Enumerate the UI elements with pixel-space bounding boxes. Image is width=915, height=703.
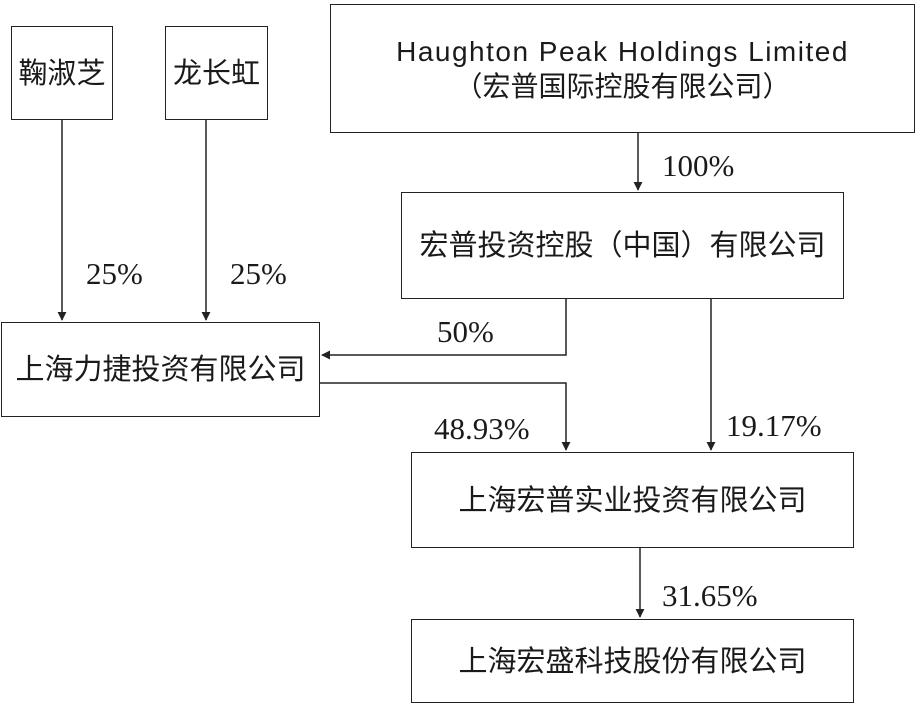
pct-ju-to-lijie: 25% (86, 256, 143, 291)
node-haughton-peak-name-en: Haughton Peak Holdings Limited (396, 35, 849, 67)
node-long-changhong-label: 龙长虹 (172, 55, 260, 90)
edge-lijie-to-shanghai-hongpu (320, 382, 571, 451)
pct-haughton-to-hongpu-china: 100% (662, 148, 735, 183)
node-ju-shuzhi-label: 鞠淑芝 (18, 55, 106, 90)
pct-long-to-lijie: 25% (230, 256, 287, 291)
node-long-changhong: 龙长虹 (165, 26, 268, 120)
node-ju-shuzhi: 鞠淑芝 (11, 26, 113, 120)
node-shanghai-hongsheng: 上海宏盛科技股份有限公司 (411, 619, 854, 703)
node-haughton-peak-name-cn: （宏普国际控股有限公司） (454, 69, 791, 103)
pct-shanghai-hongpu-to-hongsheng: 31.65% (662, 578, 758, 613)
pct-hongpu-china-to-lijie: 50% (437, 314, 494, 349)
node-hongpu-china-label: 宏普投资控股（中国）有限公司 (419, 228, 826, 263)
pct-hongpu-china-to-shanghai-hongpu: 19.17% (726, 408, 822, 443)
node-shanghai-lijie: 上海力捷投资有限公司 (1, 322, 320, 417)
node-shanghai-hongsheng-label: 上海宏盛科技股份有限公司 (458, 643, 807, 678)
node-hongpu-china: 宏普投资控股（中国）有限公司 (401, 192, 844, 299)
node-shanghai-hongpu-label: 上海宏普实业投资有限公司 (458, 482, 807, 517)
node-shanghai-lijie-label: 上海力捷投资有限公司 (15, 352, 306, 387)
node-haughton-peak: Haughton Peak Holdings Limited （宏普国际控股有限… (330, 4, 915, 133)
node-shanghai-hongpu: 上海宏普实业投资有限公司 (411, 452, 854, 548)
edge-hongpu-china-to-lijie (321, 299, 567, 360)
pct-lijie-to-shanghai-hongpu: 48.93% (434, 411, 530, 446)
